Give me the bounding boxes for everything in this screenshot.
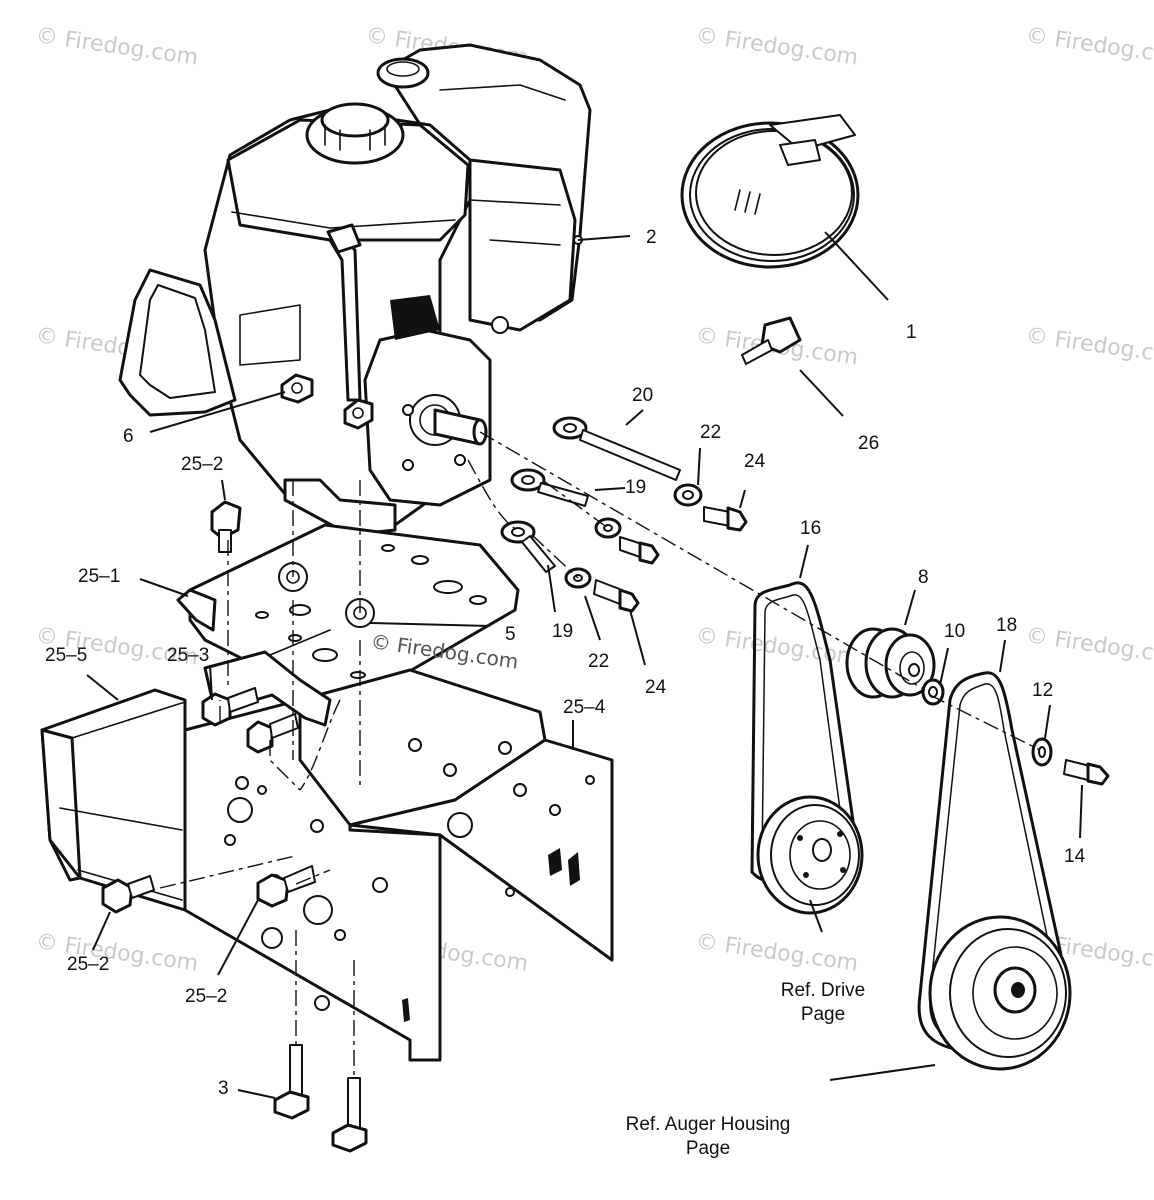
watermark: © Firedog.com [694,929,860,977]
label-part-26: 26 [858,433,879,454]
reference-notes: Ref. Drive Page Ref. Auger Housing Page [626,980,866,1159]
watermark: © Firedog.com [694,623,860,671]
watermark: © Firedog.com [1024,323,1154,371]
leader-lines [86,231,1083,1099]
label-part-16: 16 [800,518,821,539]
label-part-24-lower: 24 [645,677,667,698]
label-part-20: 20 [632,385,653,406]
ref-drive-line1: Ref. Drive [781,980,865,1001]
ref-drive-line2: Page [801,1004,845,1025]
label-part-22-lower: 22 [588,651,609,672]
label-part-22-upper: 22 [700,422,721,443]
label-part-2: 2 [646,227,657,248]
ref-auger-line1: Ref. Auger Housing [626,1114,791,1135]
ref-auger-line2: Page [686,1138,730,1159]
mounting-plate [176,523,614,1062]
label-part-25-2-center: 25–2 [185,986,227,1007]
watermark: © Firedog.com [1024,23,1154,71]
label-part-10: 10 [944,621,965,642]
watermark: © Firedog.com [1024,623,1154,671]
part-labels: 1 2 3 5 6 8 10 12 14 16 18 19 19 20 22 2… [45,227,1086,1099]
pulley-assembly [750,581,1072,1071]
label-part-25-1: 25–1 [78,566,120,587]
center-lines [159,431,1041,1078]
label-part-1: 1 [906,322,917,343]
watermark: © Firedog.com [34,23,200,71]
side-cover [40,688,187,912]
label-part-5: 5 [505,624,516,645]
label-part-19-lower: 19 [552,621,573,642]
label-part-14: 14 [1064,846,1086,867]
watermark: © Firedog.com [34,929,200,977]
label-part-25-3: 25–3 [167,645,209,666]
label-part-25-5: 25–5 [45,645,87,666]
label-part-8: 8 [918,567,929,588]
engine [118,43,592,537]
ignition-key [741,316,802,365]
label-part-6: 6 [123,426,134,447]
label-part-18: 18 [996,615,1017,636]
label-part-3: 3 [218,1078,229,1099]
watermark: © Firedog.com [694,23,860,71]
electric-cord [680,114,860,269]
label-part-12: 12 [1032,680,1053,701]
label-part-25-4: 25–4 [563,697,606,718]
label-part-24-upper: 24 [744,451,766,472]
label-part-25-2-top: 25–2 [181,454,223,475]
label-part-25-2-left: 25–2 [67,954,109,975]
label-part-19-upper: 19 [625,477,646,498]
